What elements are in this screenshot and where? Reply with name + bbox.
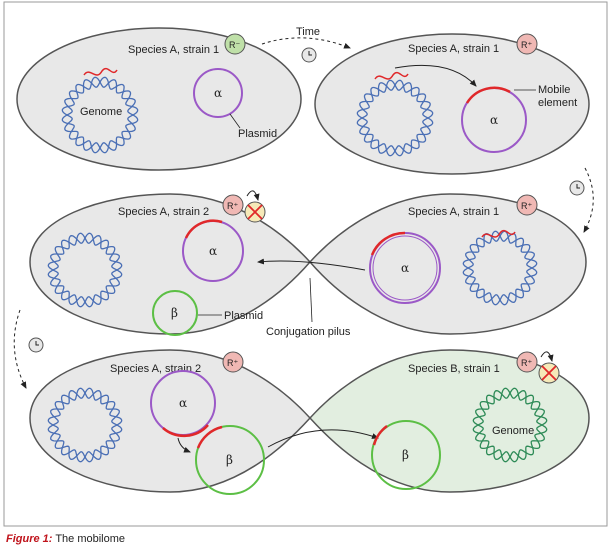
genome-strand-b	[47, 387, 123, 463]
arrow-icon	[540, 351, 554, 362]
cell-label: Species A, strain 1	[408, 43, 499, 55]
panel-1: Species A, strain 1 Genome α Plasmid R⁻ …	[16, 26, 590, 175]
cell-label-left: Species A, strain 2	[110, 363, 201, 375]
transposition-arrow	[177, 437, 191, 453]
time-arrow	[261, 37, 351, 49]
mobile-element	[481, 229, 516, 238]
genome-label: Genome	[492, 425, 534, 437]
resistance-badge-text: R⁻	[229, 40, 240, 50]
genome-strand-b	[462, 230, 538, 306]
leader-line	[309, 277, 313, 323]
plasmid-alpha	[193, 68, 243, 118]
resistance-badge-text: R⁺	[227, 358, 238, 368]
plasmid-beta-greek: β	[226, 453, 233, 467]
transfer-arrow	[257, 258, 366, 271]
genome-strand-b	[61, 76, 139, 154]
resistance-badge-text: R⁺	[227, 201, 238, 211]
cell-body	[16, 27, 302, 171]
plasmid-label: Plasmid	[238, 128, 277, 140]
resistance-badge-text: R⁺	[521, 201, 532, 211]
resistance-badge	[516, 33, 538, 55]
transposition-arrow	[394, 64, 477, 87]
panel-2: Species A, strain 2 Species A, strain 1 …	[29, 190, 587, 338]
transfer-arrow	[267, 429, 379, 448]
genome-strand-b	[472, 387, 548, 463]
cell-label-right: Species A, strain 1	[408, 206, 499, 218]
resistance-badge	[222, 351, 244, 373]
figure-title: The mobilome	[55, 533, 126, 545]
resistance-badge	[222, 194, 244, 216]
resistance-badge-text: R⁺	[521, 40, 532, 50]
plasmid-alpha-donor-inner	[372, 235, 438, 301]
plasmid-alpha-greek: α	[179, 396, 187, 410]
time-label: Time	[296, 26, 320, 38]
mobile-element	[374, 71, 409, 80]
figure-frame	[3, 1, 608, 527]
resistance-badge	[516, 194, 538, 216]
plasmid-beta	[195, 425, 265, 495]
leader-line	[229, 113, 241, 129]
genome-strand-b	[356, 79, 434, 157]
genome-ring	[61, 67, 139, 154]
mobile-element	[184, 219, 223, 239]
resistance-badge-text: R⁺	[521, 358, 532, 368]
plasmid-beta	[152, 290, 198, 336]
mobile-element	[372, 424, 388, 446]
cell-species-a-strain-2	[29, 349, 312, 493]
cell-label-right: Species B, strain 1	[408, 363, 500, 375]
cross-icon	[244, 201, 266, 223]
resistance-badge	[516, 351, 538, 373]
mobile-element	[370, 231, 406, 256]
cell-label-left: Species A, strain 2	[118, 206, 209, 218]
plasmid-beta-received	[371, 420, 441, 490]
genome-strand-b	[47, 232, 123, 308]
arrow-icon	[246, 190, 260, 201]
plasmid-alpha-greek: α	[209, 244, 217, 258]
mobile-element-inserted	[465, 86, 511, 104]
figure-number: Figure 1:	[6, 533, 53, 545]
figure-caption: Figure 1: The mobilome	[6, 533, 125, 545]
genome-label: Genome	[80, 106, 122, 118]
cell-label: Species A, strain 1	[128, 44, 219, 56]
plasmid-label: Plasmid	[224, 310, 263, 322]
resistance-badge	[224, 33, 246, 55]
mobile-element-inserted	[196, 425, 223, 449]
plasmid-beta-greek: β	[171, 306, 178, 320]
element-label-line1: Mobile	[538, 84, 570, 96]
mobile-element	[83, 67, 118, 76]
clock-icon	[301, 47, 317, 63]
cross-icon	[538, 362, 560, 384]
plasmid-greek: α	[490, 113, 498, 127]
plasmid-greek: α	[214, 86, 222, 100]
element-label-line2: element	[538, 97, 577, 109]
panel-3: Species A, strain 2 Species B, strain 1 …	[29, 349, 590, 495]
mobile-element-excising	[162, 424, 209, 438]
clock-icon	[569, 180, 585, 196]
time-arrow-3	[13, 309, 27, 389]
time-arrow-2	[583, 167, 594, 233]
pilus-label: Conjugation pilus	[266, 326, 351, 338]
plasmid-alpha-greek: α	[401, 261, 409, 275]
plasmid-beta-greek: β	[402, 448, 409, 462]
cell-species-a-strain-1-before: Species A, strain 1 Genome α Plasmid R⁻	[16, 27, 302, 171]
clock-icon	[28, 337, 44, 353]
